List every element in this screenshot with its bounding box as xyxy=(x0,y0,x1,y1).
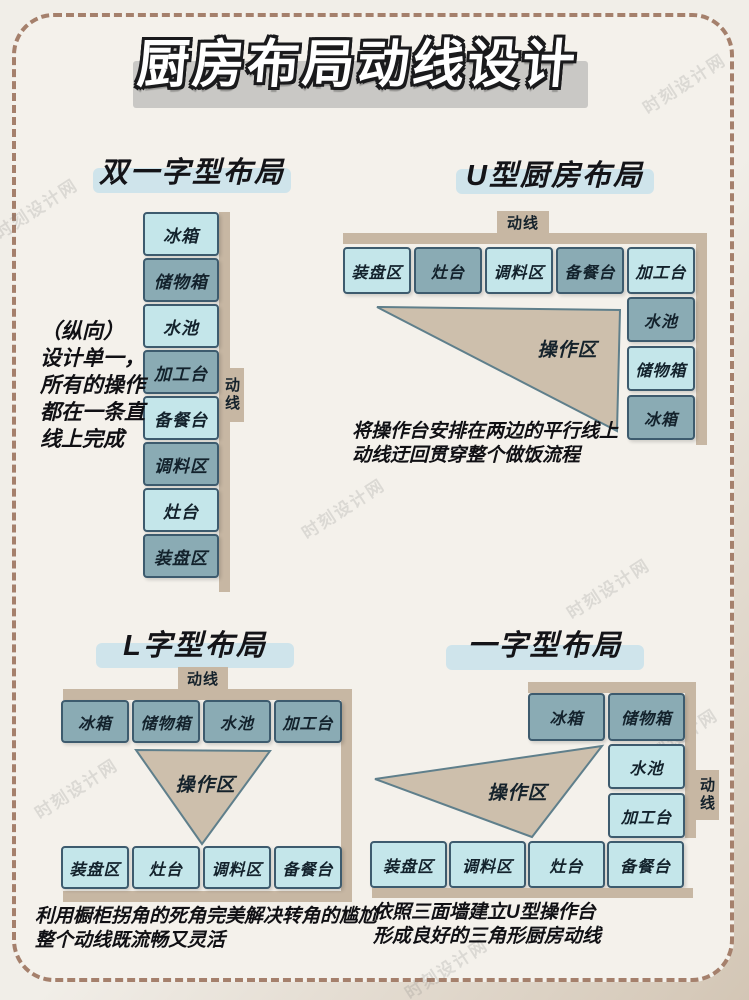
desc-line: 依照三面墙建立U型操作台 xyxy=(373,902,596,923)
station-box: 备餐台 xyxy=(274,846,342,889)
station-box: 水池 xyxy=(627,297,695,342)
flow-line-label: 动线 xyxy=(497,211,549,234)
u-shape-top-row: 装盘区灶台调料区备餐台加工台 xyxy=(343,247,695,294)
station-box: 加工台 xyxy=(627,247,695,294)
station-box: 装盘区 xyxy=(343,247,411,294)
flow-line-bar-bottom xyxy=(63,891,352,902)
flow-line-bar-top xyxy=(63,689,352,700)
station-box: 调料区 xyxy=(449,841,526,888)
station-box: 水池 xyxy=(143,304,219,348)
single-line-bottom-row: 装盘区调料区灶台备餐台 xyxy=(370,841,684,888)
station-box: 备餐台 xyxy=(556,247,624,294)
desc-line: 整个动线既流畅又灵活 xyxy=(35,930,226,951)
work-zone-label: 操作区 xyxy=(175,775,236,796)
u-shape-description: 将操作台安排在两边的平行线上动线迂回贯穿整个做饭流程 xyxy=(352,420,618,468)
page-title: 厨房布局动线设计 xyxy=(134,36,581,94)
desc-line: 利用橱柜拐角的死角完美解决转角的尴尬 xyxy=(35,906,378,927)
flow-line-bar-right xyxy=(341,689,352,902)
note-line: 所有的操作 xyxy=(40,374,145,397)
heading-text: 一字型布局 xyxy=(467,630,623,662)
station-box: 加工台 xyxy=(143,350,219,394)
heading-text: U型厨房布局 xyxy=(466,160,644,192)
station-box: 储物箱 xyxy=(627,346,695,391)
station-box: 装盘区 xyxy=(370,841,447,888)
flow-line-bar-top xyxy=(528,682,693,693)
single-line-right-column: 水池加工台 xyxy=(608,744,685,838)
section-heading-l-shape: L字型布局 xyxy=(90,622,300,668)
station-box: 储物箱 xyxy=(143,258,219,302)
station-box: 调料区 xyxy=(143,442,219,486)
desc-line: 将操作台安排在两边的平行线上 xyxy=(352,421,619,442)
desc-line: 形成良好的三角形厨房动线 xyxy=(373,926,602,947)
work-zone-triangle xyxy=(134,748,272,846)
heading-highlight xyxy=(456,169,654,194)
heading-text: L字型布局 xyxy=(123,630,267,662)
note-line: （纵向） xyxy=(40,320,124,343)
work-zone-triangle xyxy=(374,744,605,839)
work-zone-label: 操作区 xyxy=(537,340,598,361)
flow-line-label: 动线 xyxy=(178,667,228,689)
heading-highlight xyxy=(96,643,294,668)
station-box: 水池 xyxy=(608,744,685,789)
flow-line-bar-bottom xyxy=(372,888,693,898)
double-line-note: （纵向） 设计单一， 所有的操作都在一条直线上完成 xyxy=(40,318,310,453)
note-line: 都在一条直 xyxy=(40,401,145,424)
work-zone-label: 操作区 xyxy=(487,783,548,804)
heading-highlight xyxy=(446,645,644,670)
station-box: 备餐台 xyxy=(607,841,684,888)
section-heading-double-line: 双一字型布局 xyxy=(87,149,297,193)
station-box: 储物箱 xyxy=(132,700,200,743)
work-zone-triangle xyxy=(376,306,622,433)
l-shape-top-row: 冰箱储物箱水池加工台 xyxy=(61,700,342,743)
station-box: 灶台 xyxy=(143,488,219,532)
station-box: 冰箱 xyxy=(143,212,219,256)
u-shape-right-column: 水池储物箱冰箱 xyxy=(627,297,695,440)
flow-line-label: 动线 xyxy=(694,770,719,820)
l-shape-bottom-row: 装盘区灶台调料区备餐台 xyxy=(61,846,342,889)
note-line: 设计单一， xyxy=(40,347,145,370)
flow-line-label: 动线 xyxy=(219,368,244,422)
station-box: 装盘区 xyxy=(61,846,129,889)
flow-line-bar-right xyxy=(696,233,707,445)
station-box: 调料区 xyxy=(485,247,553,294)
flow-line-bar-top xyxy=(343,233,707,244)
section-heading-single-line: 一字型布局 xyxy=(440,622,650,670)
station-box: 灶台 xyxy=(132,846,200,889)
station-box: 灶台 xyxy=(414,247,482,294)
station-box: 调料区 xyxy=(203,846,271,889)
station-box: 灶台 xyxy=(528,841,605,888)
single-line-top-row: 冰箱储物箱 xyxy=(528,693,685,741)
station-box: 装盘区 xyxy=(143,534,219,578)
flow-line-bar-right xyxy=(685,682,696,838)
heading-highlight xyxy=(93,168,291,193)
single-line-description: 依照三面墙建立U型操作台形成良好的三角形厨房动线 xyxy=(373,901,601,949)
section-heading-u-shape: U型厨房布局 xyxy=(450,152,660,194)
station-box: 储物箱 xyxy=(608,693,685,741)
desc-line: 动线迂回贯穿整个做饭流程 xyxy=(352,445,581,466)
double-line-station-column: 冰箱储物箱水池加工台备餐台调料区灶台装盘区 xyxy=(143,212,219,578)
station-box: 加工台 xyxy=(274,700,342,743)
note-line: 线上完成 xyxy=(40,428,124,451)
station-box: 冰箱 xyxy=(61,700,129,743)
station-box: 备餐台 xyxy=(143,396,219,440)
station-box: 水池 xyxy=(203,700,271,743)
heading-text: 双一字型布局 xyxy=(98,157,285,189)
l-shape-description: 利用橱柜拐角的死角完美解决转角的尴尬整个动线既流畅又灵活 xyxy=(35,905,377,953)
station-box: 加工台 xyxy=(608,793,685,838)
title-highlight-bar xyxy=(133,61,588,108)
station-box: 冰箱 xyxy=(528,693,605,741)
station-box: 冰箱 xyxy=(627,395,695,440)
